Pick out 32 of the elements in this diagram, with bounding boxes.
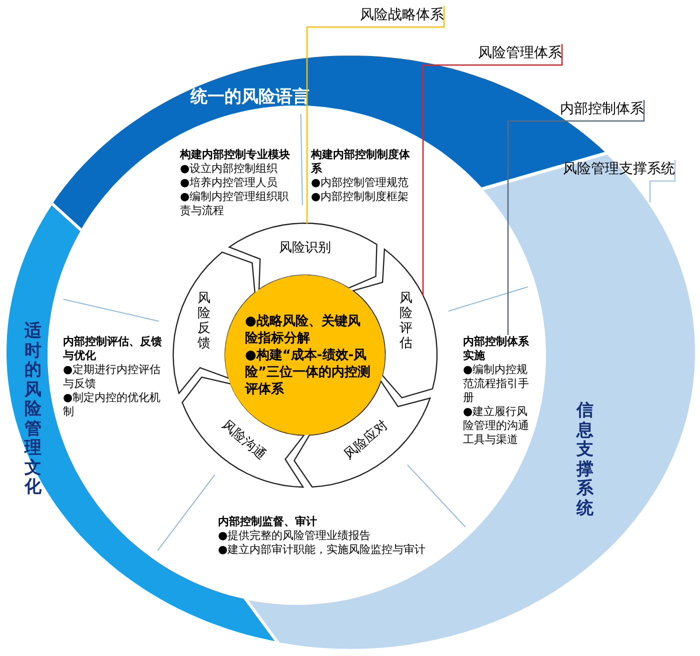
bullet-item: ●内部控制管理规范 [311, 176, 410, 190]
bullet-item: ●编制内控管理组织职责与流程 [180, 190, 290, 218]
step-label: 风险应对 [342, 418, 392, 464]
leader-line [507, 100, 645, 335]
section-heading: 构建内部控制专业模块 [180, 148, 291, 162]
step-label: 风险沟通 [218, 418, 268, 464]
step-label: 风险评估 [398, 292, 413, 352]
bullet-item: ●建立履行风险管理的沟通工具与渠道 [463, 405, 529, 447]
step-label: 风险反馈 [197, 292, 211, 352]
leader-line [422, 44, 563, 296]
section-heading: 内部控制监督、审计 [218, 515, 318, 529]
leader-line [306, 6, 445, 224]
system-label: 风险战略体系 [360, 6, 444, 24]
system-label: 风险管理体系 [478, 44, 562, 62]
leader-line [649, 160, 676, 202]
bullet-item: ●编制内控规范流程指引手册 [463, 363, 529, 405]
section-heading: 内部控制评估、反馈与优化 [63, 335, 163, 363]
bullet-item: ●设立内部控制组织 [180, 162, 279, 176]
bullet-item: ●建立内部审计职能，实施风险监控与审计 [218, 543, 427, 557]
system-label: 内部控制体系 [560, 100, 644, 118]
system-label: 风险管理支撑系统 [563, 160, 675, 178]
bullet-item: ●定期进行内控评估与反馈 [63, 363, 162, 391]
bullet-item: ●制定内控的优化机制 [63, 391, 162, 419]
bullet-item: ●战略风险、关键风险指标分解 [245, 312, 362, 346]
bullet-item: ●提供完整的风险管理业绩报告 [218, 529, 372, 543]
section-heading: 构建内部控制制度体系 [311, 148, 411, 176]
bullet-item: ●构建“成本-绩效-风险”三位一体的内控测评体系 [245, 346, 371, 398]
step-label: 风险识别 [278, 242, 331, 256]
ring-label: 信息支撑系统 [576, 401, 594, 519]
bullet-item: ●内部控制制度框架 [311, 190, 410, 204]
section-heading: 内部控制体系实施 [463, 335, 529, 363]
bullet-item: ●培养内控管理人员 [180, 176, 279, 190]
